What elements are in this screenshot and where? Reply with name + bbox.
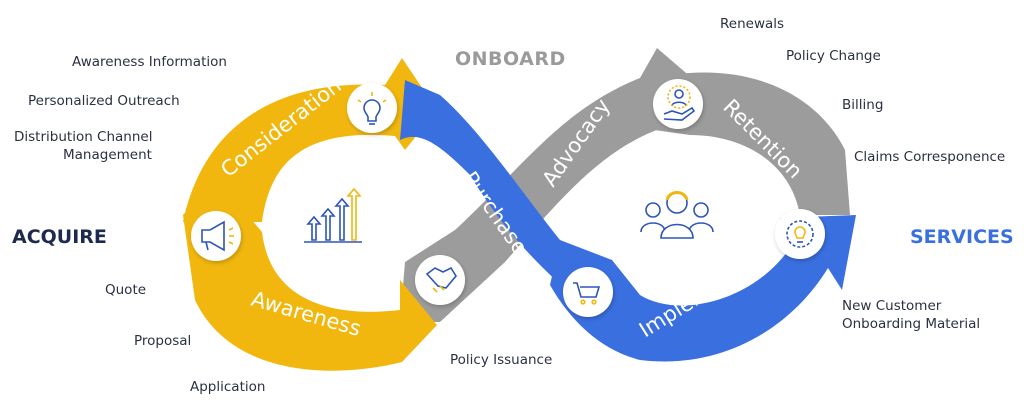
shopping-cart-icon — [563, 267, 613, 317]
acquire-heading: ACQUIRE — [12, 226, 107, 248]
awareness-arrow — [183, 182, 437, 371]
label-claims: Claims Corresponence — [854, 149, 1006, 165]
megaphone-icon — [191, 211, 241, 261]
label-new-customer-line2: Onboarding Material — [842, 316, 981, 332]
services-heading: SERVICES — [910, 226, 1014, 248]
lightbulb-icon — [347, 83, 397, 133]
label-distribution-line2: Management — [63, 147, 152, 163]
label-proposal: Proposal — [134, 333, 192, 349]
label-policy-issuance: Policy Issuance — [450, 352, 553, 368]
label-renewals: Renewals — [720, 16, 785, 32]
hand-with-person-icon — [653, 79, 703, 129]
label-quote: Quote — [105, 282, 147, 298]
label-distribution-line1: Distribution Channel — [14, 129, 153, 145]
label-billing: Billing — [842, 97, 884, 113]
advocacy-arrow — [400, 48, 700, 322]
blue-band — [400, 80, 856, 362]
growth-arrows-icon — [304, 187, 362, 243]
handshake-icon — [415, 255, 465, 305]
onboard-heading: ONBOARD — [455, 48, 566, 70]
label-personalized-outreach: Personalized Outreach — [28, 93, 180, 109]
purchase-arrow — [400, 80, 610, 305]
customer-group-icon — [640, 191, 714, 239]
label-new-customer-line1: New Customer — [842, 298, 942, 314]
label-policy-change: Policy Change — [786, 48, 881, 64]
label-awareness-information: Awareness Information — [72, 54, 227, 70]
gear-bulb-icon — [775, 209, 825, 259]
label-application: Application — [190, 379, 266, 395]
implementation-arrow — [550, 215, 856, 362]
